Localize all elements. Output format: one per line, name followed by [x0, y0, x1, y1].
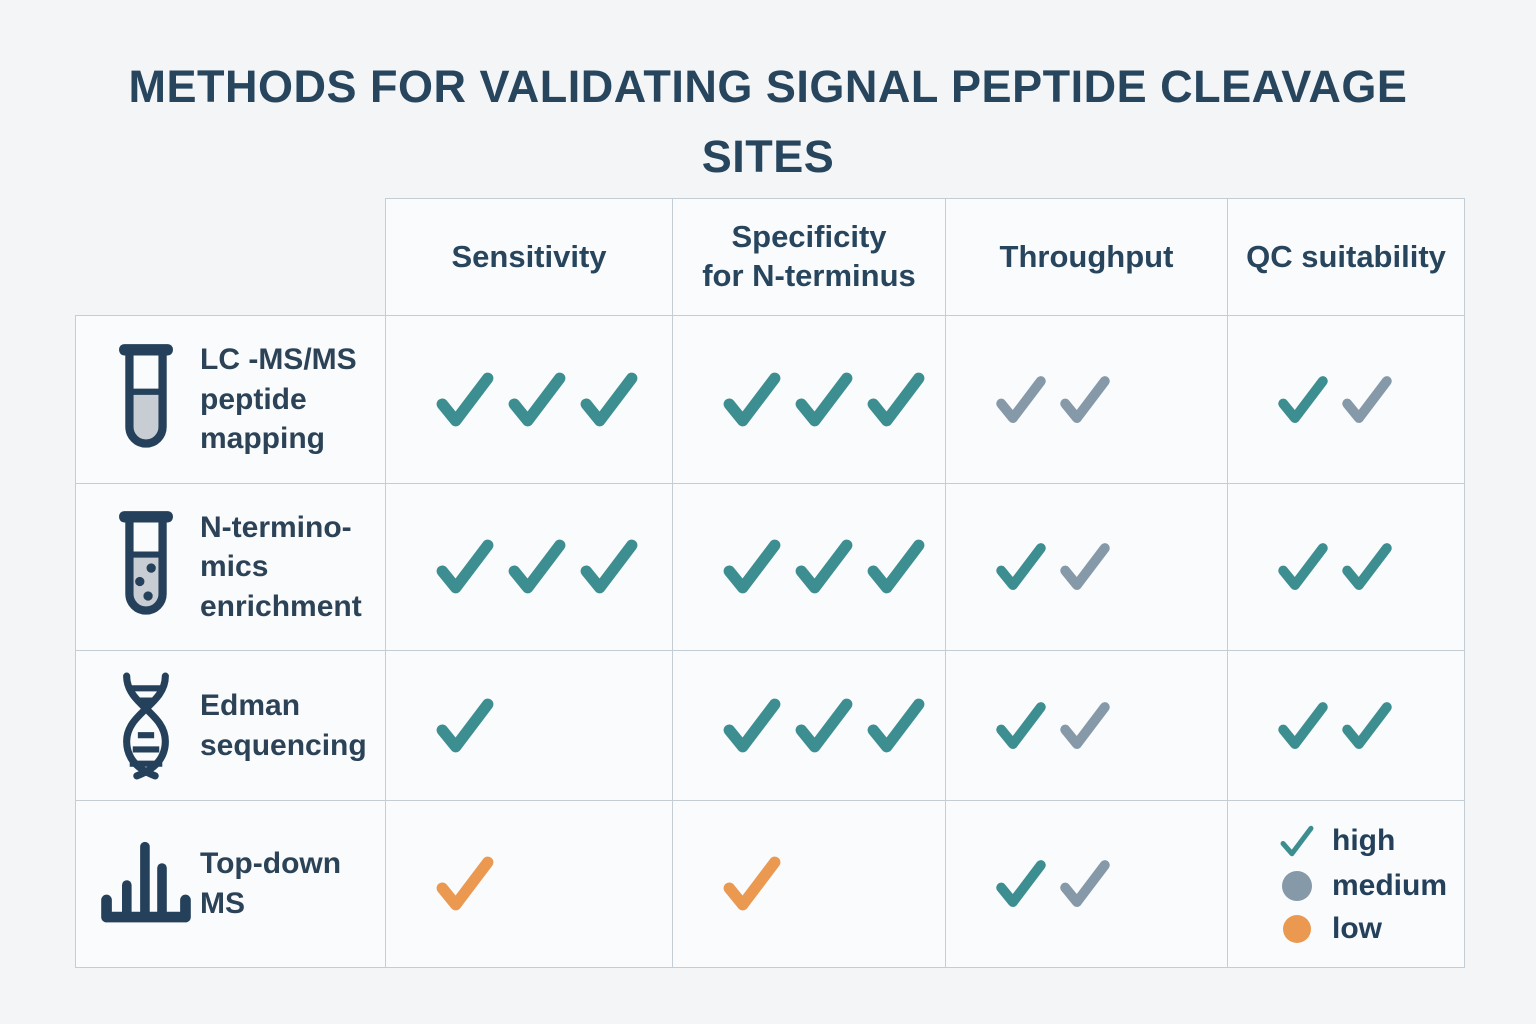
method-label: N-termino- mics enrichment	[200, 510, 362, 623]
check-icon	[723, 539, 781, 594]
medium-dot-icon	[1276, 871, 1318, 901]
column-header-qc-suitability: QC suitability	[1227, 198, 1465, 315]
low-dot-icon	[1276, 915, 1318, 943]
check-icon	[1278, 543, 1328, 590]
check-icon	[508, 539, 566, 594]
check-icon	[996, 701, 1046, 749]
rating-lc-ms-ms-qc	[1227, 315, 1465, 483]
method-cell-top-down-ms: Top-down MS	[75, 800, 385, 968]
page-title: METHODS FOR VALIDATING SIGNAL PEPTIDE CL…	[128, 61, 1408, 182]
check-icon	[867, 372, 925, 426]
rating-n-terminomics-specificity	[672, 483, 945, 650]
check-icon	[1342, 375, 1392, 423]
check-icon	[1278, 375, 1328, 423]
check-icon	[867, 539, 925, 594]
test-tube-icon	[98, 342, 194, 458]
column-header-throughput: Throughput	[945, 198, 1227, 315]
rating-edman-qc	[1227, 650, 1465, 800]
method-label: Top-down MS	[200, 847, 342, 920]
rating-n-terminomics-qc	[1227, 483, 1465, 650]
legend-item-high: high	[1276, 822, 1395, 860]
legend-item-low: low	[1276, 912, 1382, 946]
rating-top-down-ms-sensitivity	[385, 800, 672, 968]
check-icon	[795, 539, 853, 594]
check-icon	[795, 372, 853, 426]
legend-label: high	[1332, 824, 1396, 857]
rating-top-down-ms-specificity	[672, 800, 945, 968]
check-icon	[795, 698, 853, 752]
methods-table: Sensitivity Specificity for N-terminus T…	[75, 198, 1465, 968]
method-label: LC -MS/MS peptide mapping	[200, 343, 357, 456]
legend-item-medium: medium	[1276, 869, 1447, 903]
check-icon	[436, 698, 494, 752]
check-icon	[436, 539, 494, 594]
rating-n-terminomics-sensitivity	[385, 483, 672, 650]
column-header-sensitivity: Sensitivity	[385, 198, 672, 315]
check-icon	[1278, 701, 1328, 749]
check-icon	[1060, 543, 1110, 590]
check-icon	[436, 856, 494, 911]
corner-cell	[75, 198, 385, 315]
check-icon	[580, 539, 638, 594]
mass-spectrum-icon	[98, 836, 194, 932]
check-icon	[580, 372, 638, 426]
check-icon	[996, 860, 1046, 907]
rating-top-down-ms-throughput	[945, 800, 1227, 968]
method-cell-n-terminomics: N-termino- mics enrichment	[75, 483, 385, 650]
method-cell-lc-ms-ms: LC -MS/MS peptide mapping	[75, 315, 385, 483]
check-icon	[1060, 701, 1110, 749]
check-icon	[867, 698, 925, 752]
column-header-specificity: Specificity for N-terminus	[672, 198, 945, 315]
legend-label: medium	[1332, 869, 1448, 902]
rating-n-terminomics-throughput	[945, 483, 1227, 650]
check-icon	[1060, 375, 1110, 423]
test-tube-bubbles-icon	[98, 509, 194, 625]
rating-edman-specificity	[672, 650, 945, 800]
rating-lc-ms-ms-specificity	[672, 315, 945, 483]
method-cell-edman: Edman sequencing	[75, 650, 385, 800]
legend-label: low	[1332, 912, 1382, 945]
check-icon	[1276, 822, 1318, 860]
method-label: Edman sequencing	[200, 688, 367, 762]
check-icon	[1342, 543, 1392, 590]
rating-lc-ms-ms-sensitivity	[385, 315, 672, 483]
check-icon	[436, 372, 494, 426]
legend: high medium low	[1227, 800, 1465, 968]
check-icon	[723, 856, 781, 911]
dna-helix-icon	[98, 670, 194, 782]
check-icon	[723, 372, 781, 426]
check-icon	[1342, 701, 1392, 749]
rating-edman-throughput	[945, 650, 1227, 800]
check-icon	[723, 698, 781, 752]
rating-lc-ms-ms-throughput	[945, 315, 1227, 483]
check-icon	[508, 372, 566, 426]
check-icon	[996, 375, 1046, 423]
check-icon	[1060, 860, 1110, 907]
rating-edman-sensitivity	[385, 650, 672, 800]
check-icon	[996, 543, 1046, 590]
